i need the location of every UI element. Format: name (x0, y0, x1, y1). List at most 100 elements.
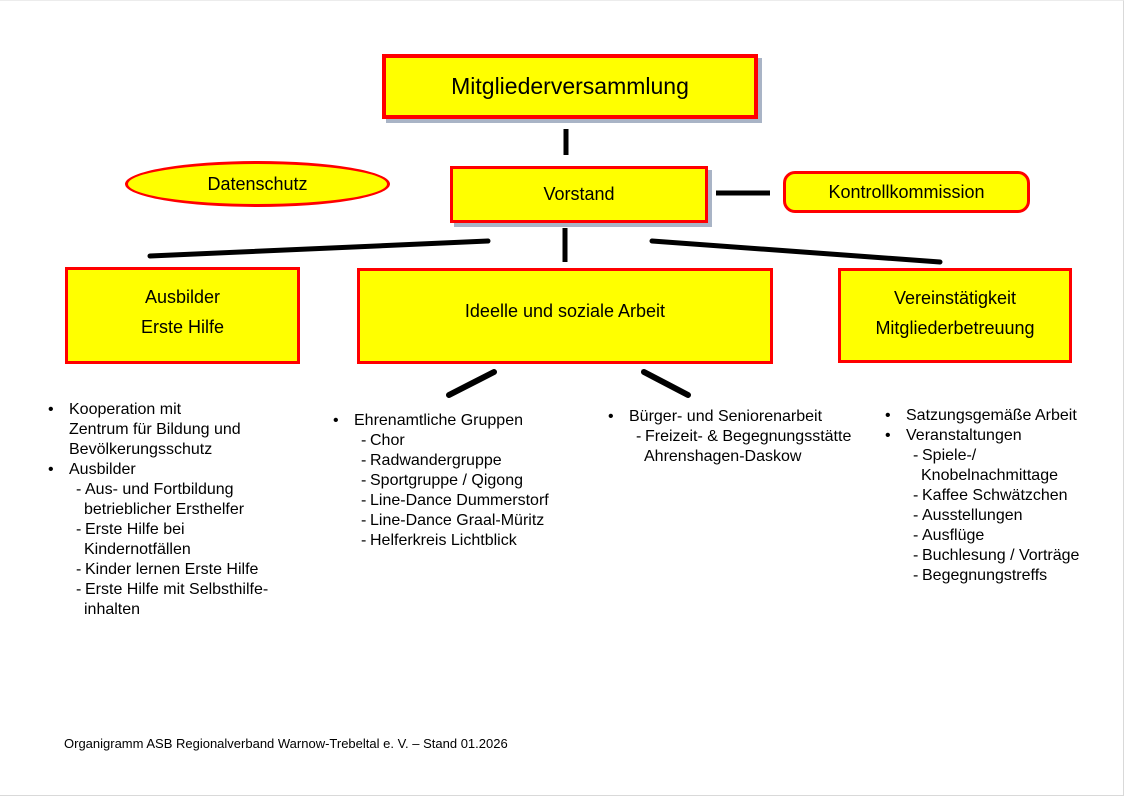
list-text: Ausstellungen (922, 507, 1023, 524)
list-line: • Ehrenamtliche Gruppen (325, 411, 595, 431)
list-buerger-seniorenarbeit: • Bürger- und Seniorenarbeit -Freizeit- & … (600, 407, 890, 467)
list-line: -Erste Hilfe mit Selbsthilfe- (40, 580, 310, 600)
node-label: Kontrollkommission (828, 181, 985, 202)
node-label-line1: Ausbilder (144, 287, 221, 307)
list-line: -Sportgruppe / Qigong (325, 471, 595, 491)
dash-marker: - (361, 532, 367, 549)
list-text: Chor (370, 432, 405, 449)
list-line: -Helferkreis Lichtblick (325, 531, 595, 551)
node-label: Datenschutz (207, 173, 308, 194)
line-ideelle-to-gruppen (446, 369, 497, 398)
list-ehrenamtliche-gruppen: •Ehrenamtliche Gruppen-Chor-Radwandergru… (325, 411, 595, 551)
list-line: -Aus- und Fortbildung (40, 480, 310, 500)
footer-caption: Organigramm ASB Regionalverband Warnow-T… (64, 736, 508, 751)
list-line: Zentrum für Bildung und (40, 420, 310, 440)
list-text: Kooperation mit (69, 401, 182, 418)
list-line: • Satzungsgemäße Arbeit (877, 406, 1122, 426)
list-text: Begegnungstreffs (922, 567, 1048, 584)
list-text: Bürger- und Seniorenarbeit (629, 408, 823, 425)
list-text: Erste Hilfe bei (85, 521, 185, 538)
node-label-line2: Mitgliederbetreuung (875, 318, 1035, 338)
bullet-marker: • (333, 412, 339, 429)
list-text: Sportgruppe / Qigong (370, 472, 523, 489)
dash-marker: - (76, 481, 82, 498)
node-label-line2: Erste Hilfe (140, 317, 225, 337)
list-line: -Kaffee Schwätzchen (877, 486, 1122, 506)
list-line: -Begegnungstreffs (877, 566, 1122, 586)
list-line: -Ausstellungen (877, 506, 1122, 526)
dash-marker: - (361, 432, 367, 449)
list-text: Kaffee Schwätzchen (922, 487, 1068, 504)
list-line: -Line-Dance Dummerstorf (325, 491, 595, 511)
bullet-marker: • (48, 401, 54, 418)
list-text: Aus- und Fortbildung (85, 481, 234, 498)
list-vereinstaetigkeit: •Satzungsgemäße Arbeit•Veranstaltungen-S… (877, 406, 1122, 586)
list-line: -Buchlesung / Vorträge (877, 546, 1122, 566)
dash-marker: - (76, 581, 82, 598)
list-text: Kindernotfällen (84, 541, 191, 558)
list-line: Kindernotfällen (40, 540, 310, 560)
dash-marker: - (913, 507, 919, 524)
node-vorstand: Vorstand (450, 166, 708, 223)
bullet-marker: • (48, 461, 54, 478)
list-text: Zentrum für Bildung und (69, 421, 241, 438)
list-text: Buchlesung / Vorträge (922, 547, 1080, 564)
list-line: • Kooperation mit (40, 400, 310, 420)
list-line: -Chor (325, 431, 595, 451)
list-line: -Line-Dance Graal-Müritz (325, 511, 595, 531)
list-text: Ausbilder (69, 461, 136, 478)
list-line: • Ausbilder (40, 460, 310, 480)
node-mitgliederversammlung: Mitgliederversammlung (382, 54, 758, 119)
list-text: betrieblicher Ersthelfer (84, 501, 245, 518)
dash-marker: - (913, 487, 919, 504)
dash-marker: - (76, 521, 82, 538)
node-label: Mitgliederversammlung (451, 73, 689, 99)
list-text: inhalten (84, 601, 141, 618)
list-text: Freizeit- & Begegnungsstätte (645, 428, 852, 445)
node-vereinstaetigkeit-mitgliederbetreuung: Vereinstätigkeit Mitgliederbetreuung (838, 268, 1072, 363)
node-ausbilder-erste-hilfe: Ausbilder Erste Hilfe (65, 267, 300, 364)
list-text: Veranstaltungen (906, 427, 1022, 444)
list-text: Knobelnachmittage (921, 467, 1058, 484)
list-text: Spiele-/ (922, 447, 977, 464)
list-line: • Bürger- und Seniorenarbeit (600, 407, 890, 427)
bullet-marker: • (885, 407, 891, 424)
dash-marker: - (76, 561, 82, 578)
list-text: Line-Dance Dummerstorf (370, 492, 549, 509)
node-label: Vorstand (543, 184, 615, 204)
bullet-marker: • (608, 408, 614, 425)
node-label-line1: Vereinstätigkeit (893, 288, 1017, 308)
dash-marker: - (636, 428, 642, 445)
list-text: Ausflüge (922, 527, 985, 544)
dash-marker: - (913, 447, 919, 464)
list-text: Erste Hilfe mit Selbsthilfe- (85, 581, 269, 598)
node-ideelle-und-soziale-arbeit: Ideelle und soziale Arbeit (357, 268, 773, 364)
list-text: Bevölkerungsschutz (69, 441, 213, 458)
dash-marker: - (913, 527, 919, 544)
list-text: Line-Dance Graal-Müritz (370, 512, 545, 529)
dash-marker: - (361, 472, 367, 489)
node-kontrollkommission: Kontrollkommission (783, 171, 1030, 213)
list-text: Radwandergruppe (370, 452, 502, 469)
list-line: -Radwandergruppe (325, 451, 595, 471)
list-line: -Freizeit- & Begegnungsstätte (600, 427, 890, 447)
list-line: -Kinder lernen Erste Hilfe (40, 560, 310, 580)
dash-marker: - (913, 567, 919, 584)
node-datenschutz: Datenschutz (125, 161, 390, 207)
dash-marker: - (913, 547, 919, 564)
list-line: Knobelnachmittage (877, 466, 1122, 486)
dash-marker: - (361, 492, 367, 509)
node-label: Ideelle und soziale Arbeit (464, 300, 666, 321)
list-text: Ehrenamtliche Gruppen (354, 412, 523, 429)
line-ideelle-to-senioren (641, 369, 691, 398)
list-line: Ahrenshagen-Daskow (600, 447, 890, 467)
line-vorstand-to-vereinstaetigkeit (649, 238, 943, 265)
list-line: -Ausflüge (877, 526, 1122, 546)
list-text: Satzungsgemäße Arbeit (906, 407, 1077, 424)
list-line: •Veranstaltungen (877, 426, 1122, 446)
list-line: Bevölkerungsschutz (40, 440, 310, 460)
line-vorstand-to-ausbilder (147, 238, 491, 259)
list-line: -Spiele-/ (877, 446, 1122, 466)
